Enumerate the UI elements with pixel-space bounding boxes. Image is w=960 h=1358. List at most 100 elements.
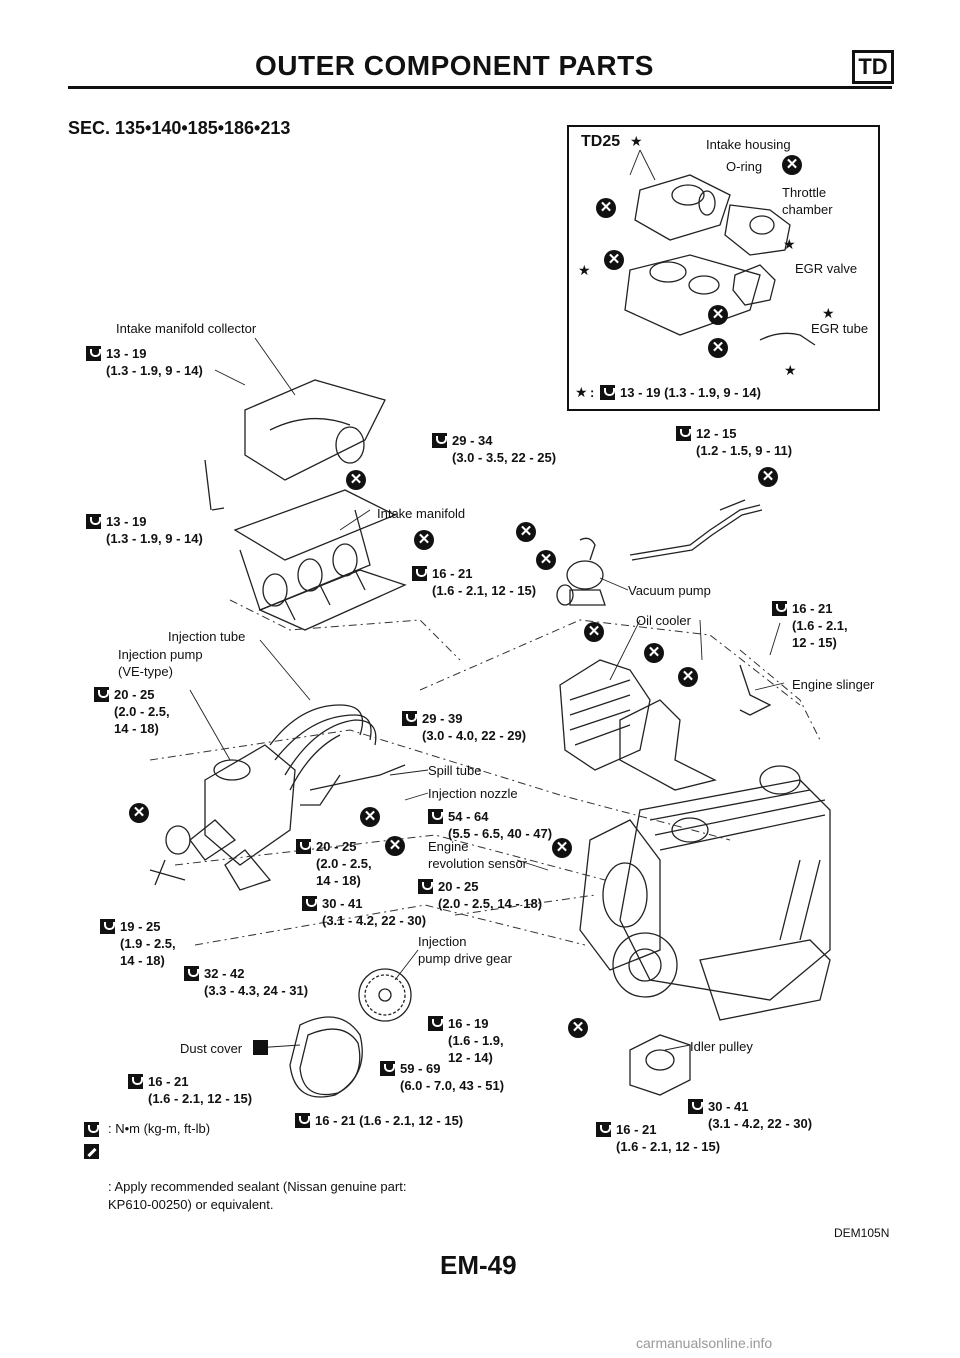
torque-spec: 54 - 64 (5.5 - 6.5, 40 - 47) bbox=[428, 808, 552, 842]
section-code: SEC. 135•140•185•186•213 bbox=[68, 118, 291, 138]
replace-part-icon: ✕ bbox=[516, 522, 536, 542]
wrench-icon bbox=[412, 566, 427, 581]
torque-spec: 32 - 42 (3.3 - 4.3, 24 - 31) bbox=[184, 965, 308, 999]
replace-part-icon: ✕ bbox=[552, 838, 572, 858]
torque-spec: 29 - 39 (3.0 - 4.0, 22 - 29) bbox=[402, 710, 526, 744]
torque-spec: 29 - 34 (3.0 - 3.5, 22 - 25) bbox=[432, 432, 556, 466]
dust-cover-art bbox=[289, 1016, 363, 1098]
replace-part-icon: ✕ bbox=[568, 1018, 588, 1038]
torque-spec: 20 - 25 (2.0 - 2.5, 14 - 18) bbox=[296, 838, 372, 889]
replace-part-icon: ✕ bbox=[596, 198, 616, 218]
star-marker: ★ bbox=[783, 236, 796, 252]
wrench-icon bbox=[100, 919, 115, 934]
wrench-icon bbox=[296, 839, 311, 854]
wrench-icon bbox=[596, 1122, 611, 1137]
wrench-icon bbox=[295, 1113, 310, 1128]
label-egr-tube: EGR tube bbox=[811, 321, 869, 336]
replace-part-icon: ✕ bbox=[414, 530, 434, 550]
torque-spec: 30 - 41 (3.1 - 4.2, 22 - 30) bbox=[302, 895, 426, 929]
label-egr-valve: EGR valve bbox=[795, 261, 858, 276]
replace-part-icon: ✕ bbox=[782, 155, 802, 175]
wrench-icon bbox=[94, 687, 109, 702]
star-marker: ★ bbox=[784, 362, 797, 378]
engine-slinger-art bbox=[739, 664, 772, 716]
torque-spec: 59 - 69 (6.0 - 7.0, 43 - 51) bbox=[380, 1060, 504, 1094]
label-engine-slinger: Engine slinger bbox=[792, 677, 875, 692]
replace-part-icon: ✕ bbox=[708, 338, 728, 358]
star-marker: ★ bbox=[630, 133, 643, 149]
label-injection-pump-drive-gear: Injection pump drive gear bbox=[418, 934, 512, 966]
torque-spec: 13 - 19 (1.3 - 1.9, 9 - 14) bbox=[86, 513, 203, 547]
star-marker: ★ bbox=[822, 305, 835, 321]
torque-spec: 16 - 21 (1.6 - 2.1, 12 - 15) bbox=[128, 1073, 252, 1107]
sealant-icon bbox=[84, 1144, 99, 1159]
wrench-icon bbox=[128, 1074, 143, 1089]
figure-code: DEM105N bbox=[834, 1226, 890, 1240]
wrench-icon bbox=[600, 385, 615, 400]
torque-spec: 16 - 21 (1.6 - 2.1, 12 - 15) bbox=[772, 600, 848, 651]
wrench-icon bbox=[86, 346, 101, 361]
torque-spec: 12 - 15 (1.2 - 1.5, 9 - 11) bbox=[676, 425, 792, 459]
replace-part-icon: ✕ bbox=[129, 803, 149, 823]
label-oil-cooler: Oil cooler bbox=[636, 613, 691, 628]
replace-part-icon: ✕ bbox=[536, 550, 556, 570]
wrench-icon bbox=[432, 433, 447, 448]
replace-part-icon: ✕ bbox=[360, 807, 380, 827]
inset-title: TD25 bbox=[581, 133, 621, 150]
wrench-icon bbox=[688, 1099, 703, 1114]
torque-spec: 20 - 25 (2.0 - 2.5, 14 - 18) bbox=[94, 686, 170, 737]
wrench-icon bbox=[418, 879, 433, 894]
label-throttle-chamber: Throttle chamber bbox=[782, 185, 833, 217]
star-marker: ★ bbox=[578, 262, 591, 278]
wrench-icon bbox=[380, 1061, 395, 1076]
wrench-icon bbox=[302, 896, 317, 911]
replace-part-icon: ✕ bbox=[346, 470, 366, 490]
sealant-icon bbox=[253, 1040, 268, 1055]
wrench-icon bbox=[86, 514, 101, 529]
replace-part-icon: ✕ bbox=[708, 305, 728, 325]
idler-pulley-art bbox=[629, 1034, 691, 1096]
label-o-ring: O-ring bbox=[726, 159, 763, 174]
legend-sealant: : Apply recommended sealant (Nissan genu… bbox=[80, 1142, 406, 1214]
watermark: carmanualsonline.info bbox=[636, 1335, 773, 1351]
wrench-icon bbox=[84, 1122, 99, 1137]
label-injection-nozzle: Injection nozzle bbox=[428, 786, 518, 801]
oil-cooler-art bbox=[559, 659, 717, 791]
replace-part-icon: ✕ bbox=[678, 667, 698, 687]
label-intake-manifold: Intake manifold bbox=[377, 506, 466, 521]
injection-tube-art bbox=[269, 704, 406, 806]
page-number: EM-49 bbox=[440, 1250, 517, 1280]
torque-spec: 13 - 19 (1.3 - 1.9, 9 - 14) bbox=[86, 345, 203, 379]
assembly-centerlines bbox=[149, 599, 821, 946]
injection-pump-art bbox=[149, 744, 296, 891]
label-intake-housing: Intake housing bbox=[706, 137, 791, 152]
torque-spec: 16 - 19 (1.6 - 1.9, 12 - 14) bbox=[428, 1015, 504, 1066]
header-divider bbox=[68, 86, 892, 89]
torque-spec: 20 - 25 (2.0 - 2.5, 14 - 18) bbox=[418, 878, 542, 912]
label-idler-pulley: Idler pulley bbox=[690, 1039, 753, 1054]
label-dust-cover: Dust cover bbox=[180, 1041, 243, 1056]
wrench-icon bbox=[402, 711, 417, 726]
label-injection-tube: Injection tube bbox=[168, 629, 246, 644]
torque-spec: 16 - 21 (1.6 - 2.1, 12 - 15) bbox=[596, 1121, 720, 1155]
replace-part-icon: ✕ bbox=[584, 622, 604, 642]
wrench-icon bbox=[428, 1016, 443, 1031]
label-injection-pump: Injection pump (VE-type) bbox=[118, 647, 203, 679]
wrench-icon bbox=[184, 966, 199, 981]
engine-block-art bbox=[579, 765, 831, 1021]
replace-part-icon: ✕ bbox=[758, 467, 778, 487]
intake-manifold-collector-art bbox=[204, 379, 386, 511]
replace-part-icon: ✕ bbox=[644, 643, 664, 663]
star-marker: ★ bbox=[575, 384, 588, 400]
label-vacuum-pump: Vacuum pump bbox=[628, 583, 711, 598]
vacuum-pump-art bbox=[556, 499, 763, 606]
engine-type-badge: TD bbox=[852, 50, 894, 84]
label-spill-tube: Spill tube bbox=[428, 763, 482, 778]
td25-inset: TD25 bbox=[567, 125, 880, 411]
label-intake-manifold-collector: Intake manifold collector bbox=[116, 321, 257, 336]
torque-spec: 16 - 21 (1.6 - 2.1, 12 - 15) bbox=[295, 1112, 463, 1129]
wrench-icon bbox=[772, 601, 787, 616]
torque-spec: 30 - 41 (3.1 - 4.2, 22 - 30) bbox=[688, 1098, 812, 1132]
legend: : N•m (kg-m, ft-lb) : Apply recommended … bbox=[80, 1120, 406, 1218]
